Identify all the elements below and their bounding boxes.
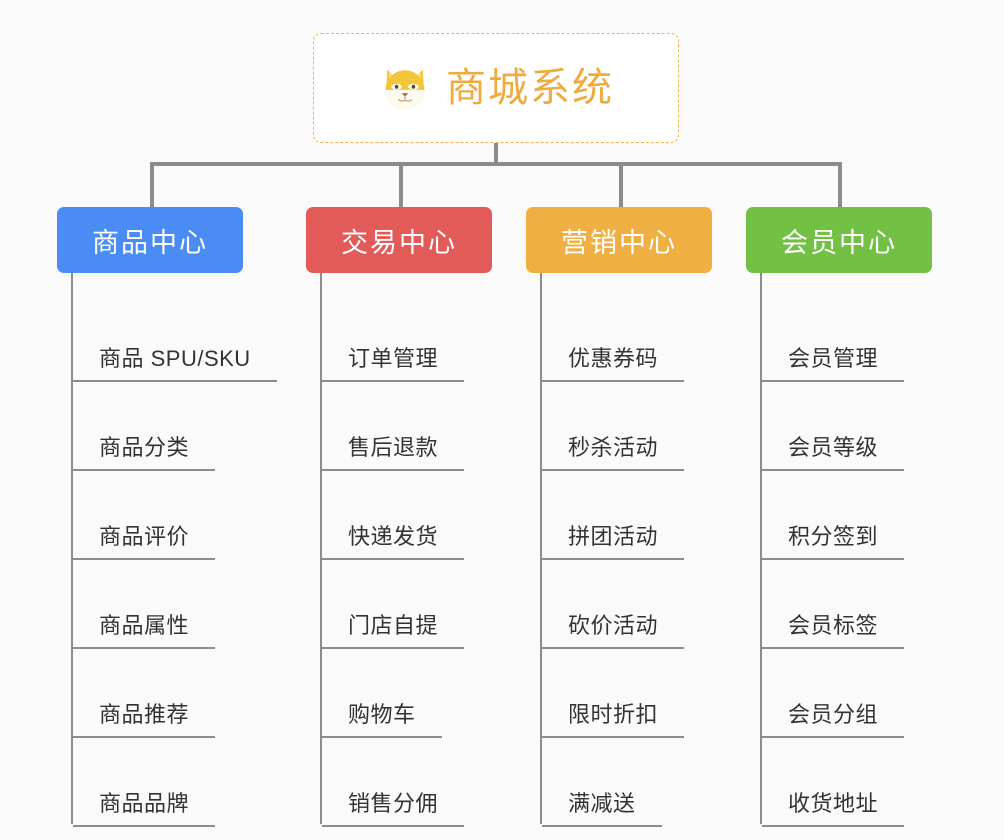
list-item[interactable]: 购物车 [322,649,536,738]
branch-column-product-center: 商品中心 商品 SPU/SKU 商品分类 商品评价 商品属性 商品推荐 商品品牌 [57,207,287,827]
category-box-member-center[interactable]: 会员中心 [746,207,932,273]
branch-column-transaction-center: 交易中心 订单管理 售后退款 快递发货 门店自提 购物车 销售分佣 [306,207,536,827]
list-item[interactable]: 商品评价 [73,471,287,560]
leaf-label: 商品评价 [73,526,216,560]
category-label: 营销中心 [561,227,677,258]
category-box-transaction-center[interactable]: 交易中心 [306,207,492,273]
list-item[interactable]: 会员标签 [762,560,976,649]
leaf-label: 满减送 [542,793,662,827]
list-item[interactable]: 商品品牌 [73,738,287,827]
connector-horizontal-bus [150,162,842,166]
list-item[interactable]: 收货地址 [762,738,976,827]
connector-drop-1 [399,162,403,209]
leaf-list-marketing-center: 优惠券码 秒杀活动 拼团活动 砍价活动 限时折扣 满减送 [540,273,756,827]
list-item[interactable]: 会员等级 [762,382,976,471]
leaf-list-member-center: 会员管理 会员等级 积分签到 会员标签 会员分组 收货地址 [760,273,976,827]
list-item[interactable]: 快递发货 [322,471,536,560]
leaf-list-product-center: 商品 SPU/SKU 商品分类 商品评价 商品属性 商品推荐 商品品牌 [71,273,287,827]
leaf-label: 砍价活动 [542,615,685,649]
leaf-list-transaction-center: 订单管理 售后退款 快递发货 门店自提 购物车 销售分佣 [320,273,536,827]
list-item[interactable]: 积分签到 [762,471,976,560]
list-item[interactable]: 订单管理 [322,293,536,382]
leaf-label: 限时折扣 [542,704,685,738]
category-label: 商品中心 [92,227,208,258]
category-label: 交易中心 [341,227,457,258]
leaf-label: 会员标签 [762,615,905,649]
connector-drop-0 [150,162,154,209]
list-item[interactable]: 商品推荐 [73,649,287,738]
leaf-label: 商品属性 [73,615,216,649]
shiba-dog-face-icon [378,61,432,115]
category-label: 会员中心 [781,227,897,258]
branch-column-marketing-center: 营销中心 优惠券码 秒杀活动 拼团活动 砍价活动 限时折扣 满减送 [526,207,756,827]
list-item[interactable]: 秒杀活动 [542,382,756,471]
leaf-label: 会员分组 [762,704,905,738]
leaf-label: 会员等级 [762,437,905,471]
connector-drop-2 [619,162,623,209]
list-item[interactable]: 商品属性 [73,560,287,649]
leaf-label: 商品 SPU/SKU [73,348,277,382]
leaf-label: 门店自提 [322,615,465,649]
list-item[interactable]: 商品 SPU/SKU [73,293,287,382]
leaf-label: 优惠券码 [542,348,685,382]
list-item[interactable]: 会员分组 [762,649,976,738]
list-item[interactable]: 砍价活动 [542,560,756,649]
root-node[interactable]: 商城系统 [313,33,679,143]
leaf-label: 售后退款 [322,437,465,471]
list-item[interactable]: 会员管理 [762,293,976,382]
list-item[interactable]: 拼团活动 [542,471,756,560]
leaf-label: 积分签到 [762,526,905,560]
root-title: 商城系统 [446,66,614,110]
connector-root-stem [494,143,498,164]
branch-column-member-center: 会员中心 会员管理 会员等级 积分签到 会员标签 会员分组 收货地址 [746,207,976,827]
list-item[interactable]: 优惠券码 [542,293,756,382]
leaf-label: 商品推荐 [73,704,216,738]
leaf-label: 秒杀活动 [542,437,685,471]
list-item[interactable]: 销售分佣 [322,738,536,827]
list-item[interactable]: 满减送 [542,738,756,827]
list-item[interactable]: 商品分类 [73,382,287,471]
category-box-product-center[interactable]: 商品中心 [57,207,243,273]
leaf-label: 收货地址 [762,793,905,827]
category-box-marketing-center[interactable]: 营销中心 [526,207,712,273]
leaf-label: 拼团活动 [542,526,685,560]
connector-drop-3 [838,162,842,209]
leaf-label: 会员管理 [762,348,905,382]
list-item[interactable]: 限时折扣 [542,649,756,738]
leaf-label: 订单管理 [322,348,465,382]
leaf-label: 销售分佣 [322,793,465,827]
list-item[interactable]: 售后退款 [322,382,536,471]
leaf-label: 购物车 [322,704,442,738]
list-item[interactable]: 门店自提 [322,560,536,649]
leaf-label: 快递发货 [322,526,465,560]
leaf-label: 商品分类 [73,437,216,471]
leaf-label: 商品品牌 [73,793,216,827]
